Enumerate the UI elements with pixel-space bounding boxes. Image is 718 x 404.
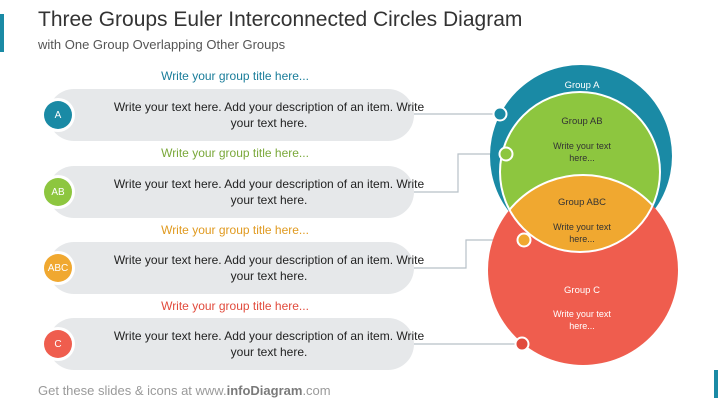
- page-title: Three Groups Euler Interconnected Circle…: [38, 8, 523, 31]
- badge-abc: ABC: [44, 254, 72, 282]
- item-text-ab: Write your text here. Add your descripti…: [113, 177, 425, 207]
- group-title-c: Write your group title here...: [161, 299, 309, 313]
- badge-a: A: [44, 101, 72, 129]
- badge-ab: AB: [44, 178, 72, 206]
- item-card-c: Write your text here. Add your descripti…: [48, 318, 424, 370]
- item-card-ab: Write your text here. Add your descripti…: [48, 166, 424, 218]
- item-text-abc: Write your text here. Add your descripti…: [113, 253, 425, 283]
- text-group-abc-2: here...: [569, 234, 595, 244]
- text-group-abc-1: Write your text: [553, 222, 611, 232]
- label-group-a: Group A: [565, 80, 601, 91]
- dot-ab: [498, 146, 514, 162]
- item-card-a: Write your text here. Add your descripti…: [48, 89, 424, 141]
- connector-ab: [414, 153, 506, 193]
- item-text-a: Write your text here. Add your descripti…: [113, 100, 425, 130]
- footer-credit: Get these slides & icons at www.infoDiag…: [38, 383, 331, 398]
- item-card-abc: Write your text here. Add your descripti…: [48, 242, 424, 294]
- footer-suffix: .com: [302, 383, 331, 398]
- right-accent-bar: [714, 370, 718, 398]
- dot-a: [492, 106, 508, 122]
- label-group-ab: Group AB: [561, 116, 602, 127]
- dot-c: [514, 336, 530, 352]
- footer-prefix: Get these slides & icons at www.: [38, 383, 227, 398]
- page-subtitle: with One Group Overlapping Other Groups: [38, 37, 286, 52]
- group-title-a: Write your group title here...: [161, 69, 309, 83]
- text-group-ab-1: Write your text: [553, 141, 611, 151]
- footer-brand: infoDiagram: [226, 383, 303, 398]
- text-group-ab-2: here...: [569, 153, 595, 163]
- label-group-c: Group C: [564, 285, 600, 296]
- group-title-abc: Write your group title here...: [161, 223, 309, 237]
- item-text-c: Write your text here. Add your descripti…: [113, 329, 425, 359]
- label-group-abc: Group ABC: [558, 197, 606, 208]
- left-accent-bar: [0, 14, 4, 52]
- dot-abc: [516, 232, 532, 248]
- circle-group-abc: [500, 175, 660, 252]
- badge-c: C: [44, 330, 72, 358]
- text-group-c-1: Write your text: [553, 309, 611, 319]
- group-title-ab: Write your group title here...: [161, 146, 309, 160]
- text-group-c-2: here...: [569, 321, 595, 331]
